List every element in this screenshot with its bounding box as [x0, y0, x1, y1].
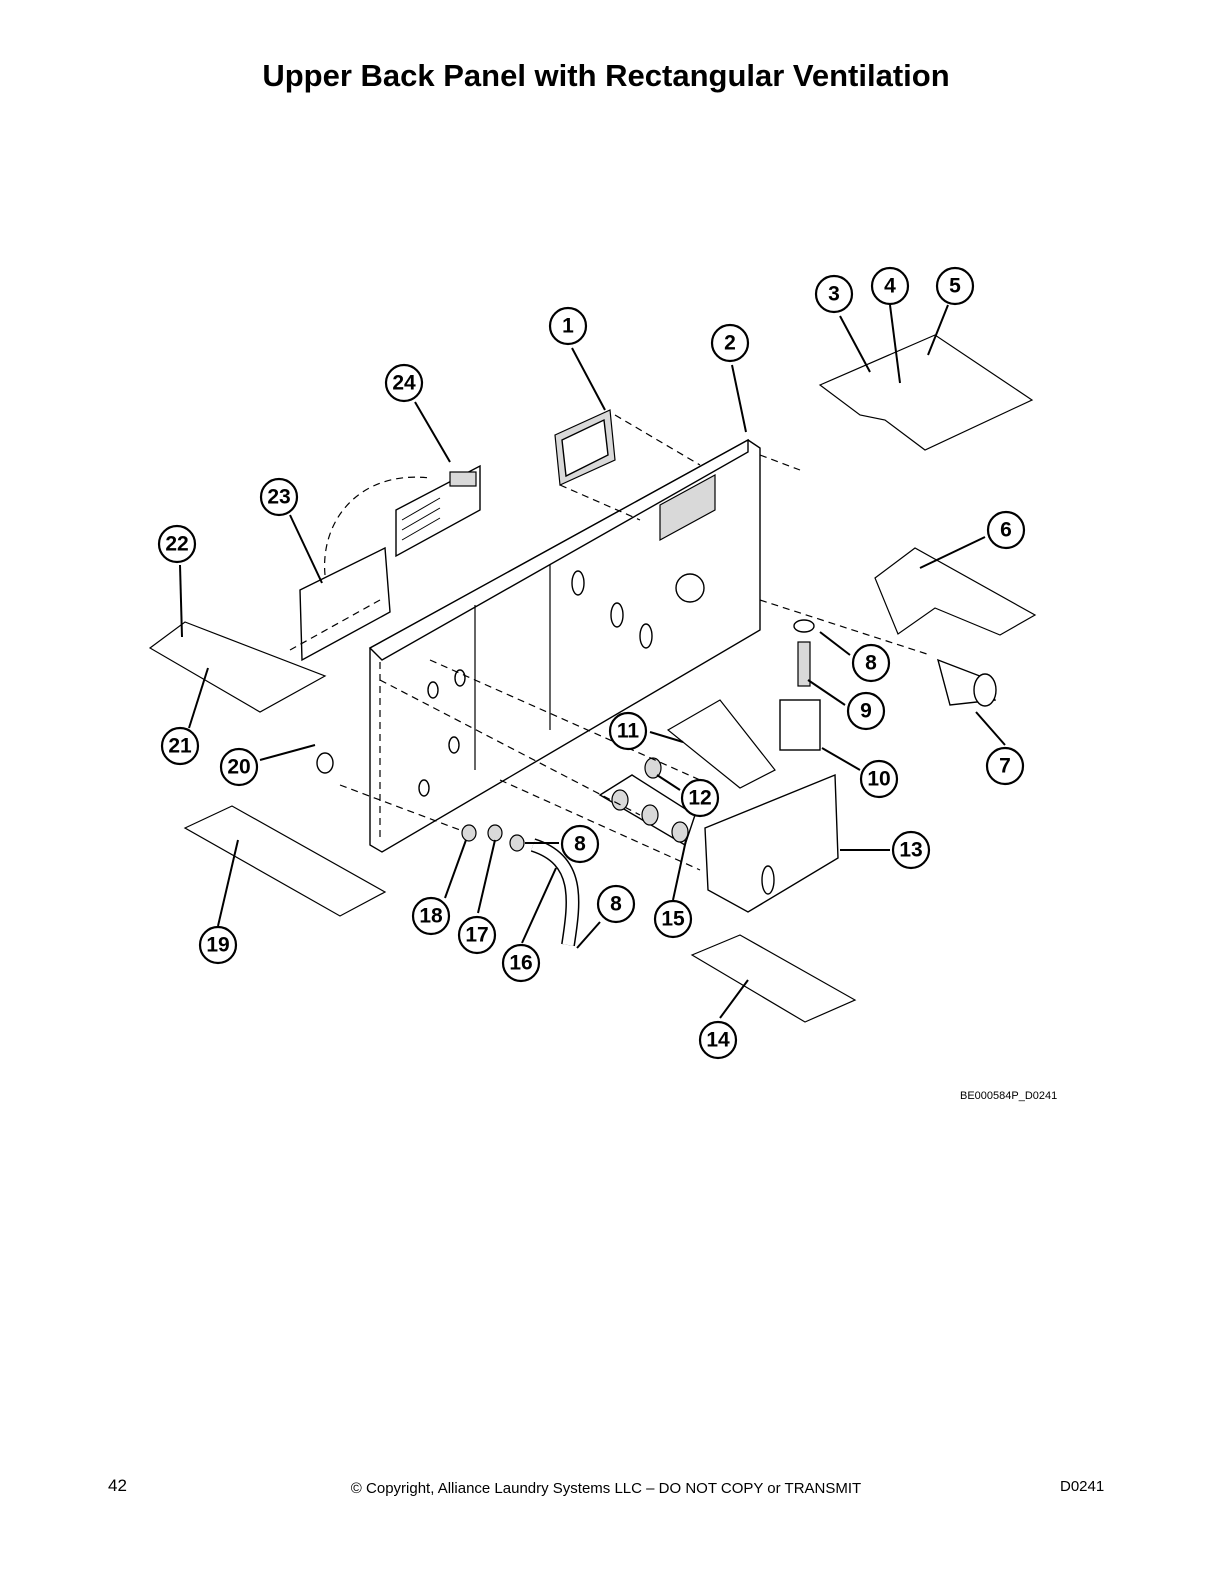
callout-number: 22: [165, 533, 188, 556]
callout-number: 8: [574, 833, 586, 856]
callout-number: 4: [884, 275, 896, 298]
callout-number: 2: [724, 332, 736, 355]
detail-inset-bottom-left: [183, 805, 387, 917]
callout-23: 23: [259, 477, 299, 517]
callout-12: 12: [680, 778, 720, 818]
figure-reference: BE000584P_D0241: [960, 1090, 1058, 1102]
callout-6: 6: [986, 510, 1026, 550]
callout-2: 2: [710, 323, 750, 363]
callout-number: 21: [168, 735, 192, 758]
leader-lines: [179, 304, 1006, 1019]
page-number: 42: [108, 1476, 127, 1495]
document-code: D0241: [1060, 1478, 1105, 1495]
detail-inset-right: [874, 547, 1037, 636]
callout-number: 15: [661, 908, 685, 931]
callout-15: 15: [653, 899, 693, 939]
callout-18: 18: [411, 896, 451, 936]
callout-number: 8: [865, 652, 877, 675]
callout-10: 10: [859, 759, 899, 799]
callout-number: 11: [617, 720, 640, 743]
label-plate: [395, 464, 481, 558]
callout-4: 4: [870, 266, 910, 306]
callout-13: 13: [891, 830, 931, 870]
callout-number: 20: [227, 756, 250, 779]
callout-number: 23: [267, 486, 290, 509]
callout-8-hose: 8: [560, 824, 600, 864]
callout-19: 19: [198, 925, 238, 965]
page-title: Upper Back Panel with Rectangular Ventil…: [262, 58, 950, 93]
callout-number: 12: [688, 787, 711, 810]
callout-number: 10: [867, 768, 890, 791]
valve-bracket: [704, 773, 839, 913]
callout-21: 21: [160, 726, 200, 766]
callout-number: 16: [509, 952, 532, 975]
callout-1: 1: [548, 306, 588, 346]
detail-inset-center: [666, 699, 776, 789]
callout-number: 24: [392, 372, 416, 395]
callout-5: 5: [935, 266, 975, 306]
projection-lines: [289, 454, 931, 871]
callout-14: 14: [698, 1020, 738, 1060]
callout-number: 8: [610, 893, 622, 916]
callout-22: 22: [157, 524, 197, 564]
callout-9: 9: [846, 691, 886, 731]
callout-number: 3: [828, 283, 840, 306]
tee-fitting: [936, 658, 997, 707]
callout-8-clamp: 8: [596, 884, 636, 924]
callout-7: 7: [985, 746, 1025, 786]
callout-number: 1: [562, 315, 574, 338]
callout-number: 17: [465, 924, 488, 947]
callout-8-valve: 8: [851, 643, 891, 683]
callout-24: 24: [384, 363, 424, 403]
hose: [530, 838, 580, 947]
callout-11: 11: [608, 711, 648, 751]
callout-number: 13: [899, 839, 922, 862]
detail-inset-bottom-right: [690, 934, 857, 1023]
detail-inset-left: [148, 621, 327, 713]
callout-number: 18: [419, 905, 443, 928]
water-valve: [779, 619, 821, 751]
callout-number: 6: [1000, 519, 1012, 542]
detail-inset-top-right: [818, 334, 1034, 451]
callout-17: 17: [457, 915, 497, 955]
callout-number: 7: [999, 755, 1011, 778]
callout-number: 5: [949, 275, 961, 298]
fitting-set: [598, 757, 696, 847]
callout-number: 14: [706, 1029, 730, 1052]
callout-number: 19: [206, 934, 229, 957]
callout-3: 3: [814, 274, 854, 314]
copyright-notice: © Copyright, Alliance Laundry Systems LL…: [350, 1480, 862, 1497]
callout-16: 16: [501, 943, 541, 983]
vent-grille: [554, 409, 701, 521]
callout-number: 9: [860, 700, 872, 723]
back-panel: [368, 438, 761, 853]
callout-20: 20: [219, 747, 259, 787]
